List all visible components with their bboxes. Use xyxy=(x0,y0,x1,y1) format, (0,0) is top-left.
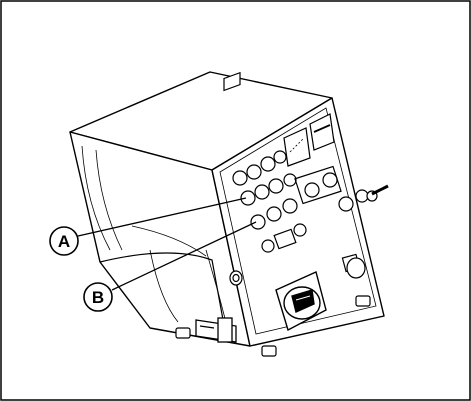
knob-4 xyxy=(273,150,287,164)
knob-17 xyxy=(293,223,307,237)
knob-12 xyxy=(266,206,282,222)
digital-window xyxy=(309,113,335,151)
callout-b: B xyxy=(83,221,257,312)
meter-window xyxy=(283,127,311,167)
knob-5 xyxy=(240,190,256,206)
knob-10 xyxy=(322,172,338,188)
main-rotary-switch xyxy=(275,271,327,332)
callout-a-leader xyxy=(77,197,247,237)
switch-row-2 xyxy=(240,165,342,206)
knob-9 xyxy=(304,182,320,198)
switch-row-3 xyxy=(250,189,369,230)
knob-8 xyxy=(283,173,297,187)
callout-b-label: B xyxy=(92,288,104,307)
toggle-lever xyxy=(366,184,389,202)
side-socket xyxy=(229,270,243,286)
callout-a-label: A xyxy=(58,232,70,251)
callout-a-circle xyxy=(49,226,79,256)
callout-b-circle xyxy=(83,282,113,312)
knob-14 xyxy=(338,196,354,212)
knob-6 xyxy=(254,184,270,200)
callout-b-leader xyxy=(111,221,257,291)
enclosure xyxy=(69,71,385,347)
callout-a: A xyxy=(49,197,247,256)
knob-2 xyxy=(246,164,262,180)
lower-push-button xyxy=(341,253,366,279)
knob-11 xyxy=(250,214,266,230)
switch-row-1 xyxy=(223,71,287,186)
feet xyxy=(175,295,371,357)
knob-3 xyxy=(260,156,276,172)
knob-15 xyxy=(355,189,369,203)
front-panel-face xyxy=(211,97,385,347)
knob-1 xyxy=(232,170,248,186)
knob-7 xyxy=(268,178,284,194)
side-connector xyxy=(195,317,237,343)
panel-inner-frame xyxy=(219,107,377,335)
display-windows xyxy=(283,113,335,167)
knob-13 xyxy=(282,198,298,214)
switch-row-4 xyxy=(261,223,307,253)
knob-16 xyxy=(261,239,275,253)
side-bevel xyxy=(99,252,227,337)
